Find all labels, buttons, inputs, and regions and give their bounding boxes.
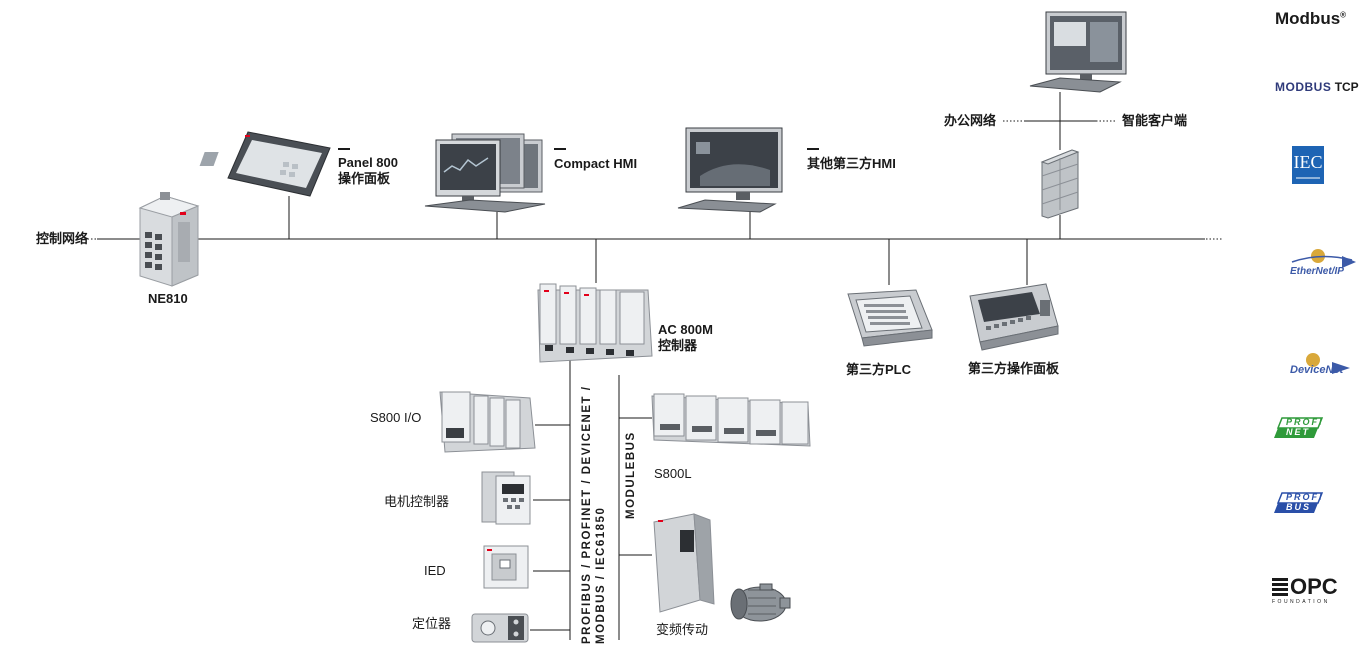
- ac800m-label: AC 800M: [658, 322, 713, 337]
- profibus-bus-text: BUS: [1286, 502, 1312, 512]
- modbus-tcp-logo: MODBUS TCP: [1275, 80, 1359, 94]
- motor-controller-label: 电机控制器: [384, 494, 450, 509]
- profinet-net-text: NET: [1286, 427, 1310, 437]
- s800l-label: S800L: [654, 466, 692, 481]
- motor-icon: [730, 583, 791, 622]
- control-network-label: 控制网络: [36, 231, 89, 246]
- ne810-label: NE810: [148, 291, 188, 306]
- iec-logo-icon: [1292, 146, 1324, 184]
- devicenet-logo-icon: [1306, 353, 1350, 374]
- ied-icon: [483, 545, 529, 589]
- smart-client-label: 智能客户端: [1122, 113, 1188, 128]
- panel800-label: Panel 800: [338, 155, 398, 170]
- third-party-hmi-dash: [807, 148, 819, 150]
- profibus-logo-icon: [1274, 492, 1324, 513]
- firewall-icon: [1040, 149, 1080, 219]
- third-party-panel-icon: [969, 283, 1059, 351]
- office-network-label: 办公网络: [944, 113, 997, 128]
- ne810-switch-icon: [138, 192, 200, 287]
- opc-logo-text: OPC: [1290, 574, 1338, 599]
- compact-hmi-icon: [424, 133, 546, 213]
- fieldbus-label-line1: PROFIBUS / PROFINET / DEVICENET /: [581, 385, 593, 644]
- modbus-logo-text: Modbus: [1275, 9, 1341, 28]
- third-party-panel-label: 第三方操作面板: [968, 361, 1060, 376]
- s800l-icon: [651, 393, 811, 447]
- profinet-logo-icon: [1274, 417, 1324, 438]
- modbus-tcp-logo-text: MODBUS: [1275, 80, 1332, 94]
- vfd-label: 变频传动: [656, 622, 709, 637]
- ac800m-sublabel: 控制器: [658, 338, 698, 353]
- compact-hmi-label: Compact HMI: [554, 156, 638, 171]
- ethernetip-logo: EtherNet/IP: [1290, 266, 1344, 277]
- panel800-sublabel: 操作面板: [338, 171, 391, 186]
- ethernetip-logo-icon: [1291, 249, 1356, 268]
- panel800-dash: [338, 148, 350, 150]
- modbus-logo: Modbus®: [1275, 9, 1346, 29]
- profibus-profi-text: PROFI: [1286, 492, 1324, 502]
- modbus-tcp-suffix: TCP: [1334, 80, 1359, 94]
- smart-client-pc-icon: [1029, 11, 1127, 93]
- third-party-hmi-icon: [677, 127, 783, 213]
- modulebus-label: MODULEBUS: [625, 431, 637, 519]
- positioner-label: 定位器: [412, 616, 452, 631]
- s800io-label: S800 I/O: [370, 410, 422, 425]
- opc-logo-icon: [1272, 578, 1288, 596]
- motor-controller-icon: [481, 471, 531, 525]
- vfd-icon: [653, 513, 715, 613]
- panel800-icon: [199, 131, 331, 197]
- opc-foundation-text: FOUNDATION: [1272, 599, 1330, 605]
- positioner-icon: [471, 613, 529, 643]
- s800io-icon: [439, 391, 536, 453]
- compact-hmi-dash: [554, 148, 566, 150]
- devicenet-logo: DeviceNet: [1290, 364, 1344, 376]
- iec-logo: IEC: [1293, 152, 1323, 172]
- ied-label: IED: [424, 563, 446, 578]
- third-party-plc-label: 第三方PLC: [846, 362, 912, 377]
- profinet-profi-text: PROFI: [1286, 417, 1324, 427]
- fieldbus-label-line2: MODBUS / IEC61850: [595, 506, 607, 644]
- third-party-plc-icon: [847, 289, 933, 347]
- ac800m-icon: [537, 283, 653, 363]
- third-party-hmi-label: 其他第三方HMI: [807, 156, 896, 171]
- modbus-reg-mark: ®: [1340, 10, 1347, 20]
